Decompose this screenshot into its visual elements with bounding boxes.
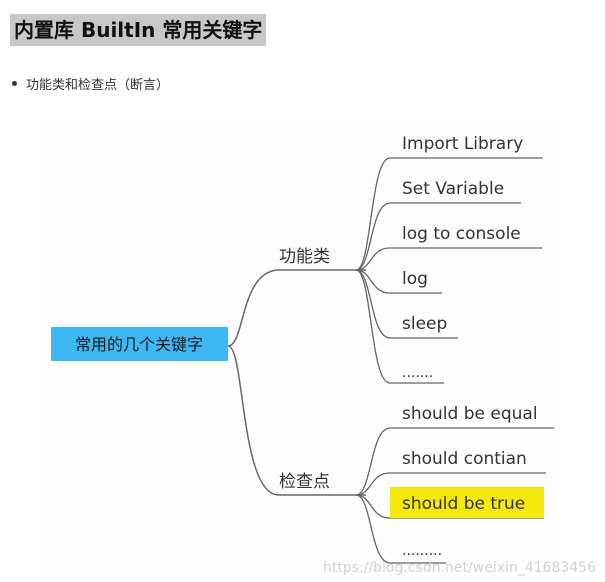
- root-node: [51, 327, 228, 361]
- leaf-log-to-console: log to console: [402, 224, 521, 244]
- root-node-label: 常用的几个关键字: [75, 335, 203, 354]
- leaf-log: log: [402, 269, 428, 289]
- connector-set-variable: [355, 202, 521, 271]
- leaf-should-be-true: should be true: [402, 494, 525, 514]
- watermark: https://blog.csdn.net/weixin_41683456: [323, 560, 596, 576]
- connector-log-to-console: [355, 247, 542, 271]
- connector-root-check: [227, 345, 366, 496]
- bullet-item: 功能类和检查点（断言）: [11, 74, 169, 93]
- connector-root-functional: [227, 269, 366, 347]
- leaf-should-contian: should contian: [402, 449, 527, 469]
- leaf-set-variable: Set Variable: [402, 179, 504, 199]
- branch-functional-label: 功能类: [279, 247, 330, 267]
- leaf-sleep: sleep: [402, 314, 447, 334]
- connector-should-contian: [355, 472, 546, 496]
- connector-sleep: [355, 269, 458, 339]
- highlight-box: [390, 487, 544, 518]
- page-heading: 内置库 BuiltIn 常用关键字: [10, 14, 267, 46]
- leaf-import-library: Import Library: [402, 134, 523, 154]
- leaf-should-be-equal: should be equal: [402, 404, 538, 424]
- connector-should-be-true: [355, 494, 544, 519]
- connector-should-be-equal: [355, 427, 554, 496]
- connector-import-library: [355, 157, 543, 271]
- connector-log: [355, 269, 442, 294]
- leaf-functional-more: .......: [402, 365, 433, 381]
- leaf-check-more: .........: [402, 543, 442, 559]
- connector-functional-more: [355, 269, 444, 384]
- connector-check-more: [355, 494, 446, 564]
- branch-check-label: 检查点: [279, 472, 330, 492]
